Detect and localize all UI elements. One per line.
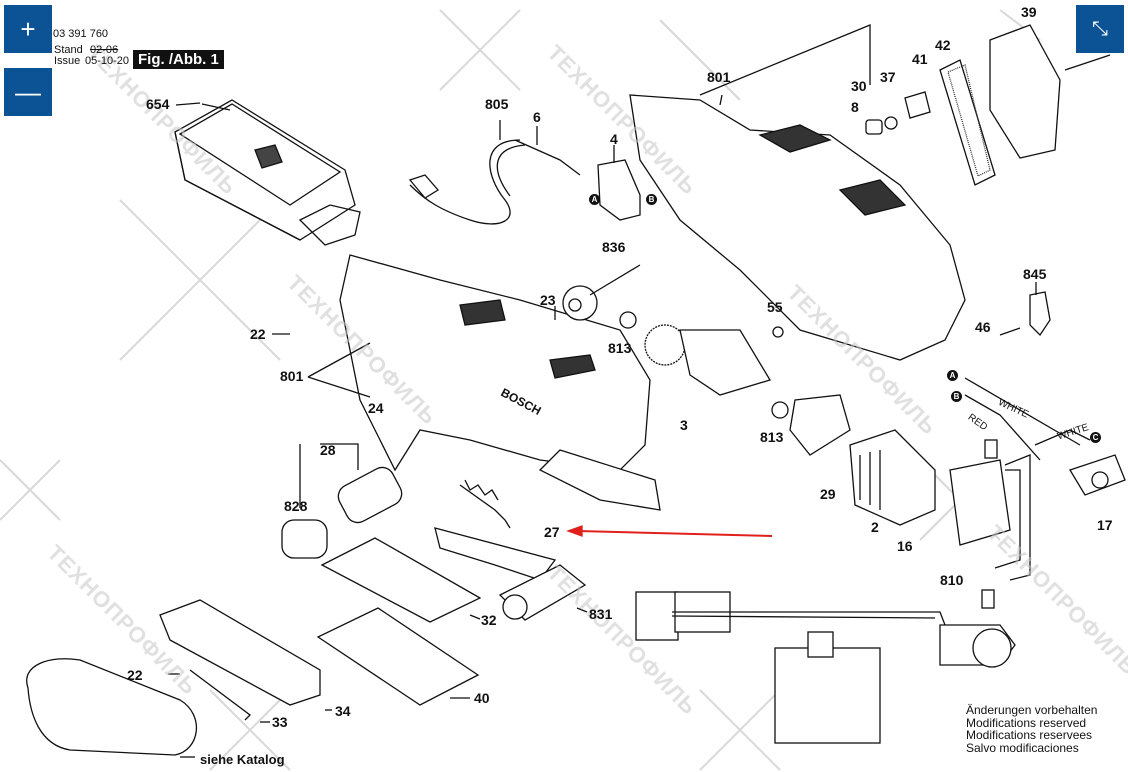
switch-a-marker: A: [589, 194, 600, 205]
part-label-27: 27: [544, 524, 560, 540]
stand-value: 02-06: [90, 44, 119, 56]
part-label: 42: [935, 37, 951, 53]
drive-parts: [865, 24, 1111, 186]
part-label: 34: [335, 703, 351, 719]
bracket-845: [999, 282, 1051, 337]
notice-line: Änderungen vorbehalten: [966, 703, 1098, 717]
part-number: 03 391 760: [53, 28, 109, 40]
leader-lines: [168, 103, 588, 758]
zoom-in-button[interactable]: +: [4, 5, 52, 53]
part-label: 33: [272, 714, 288, 730]
part-label: 845: [1023, 266, 1047, 282]
armature-assembly: [562, 264, 851, 456]
part-label: 39: [1021, 4, 1037, 20]
connector-b-marker: B: [951, 391, 962, 402]
exit-fullscreen-button[interactable]: ⤡: [1076, 5, 1124, 53]
part-label: 28: [320, 442, 336, 458]
cover-34: [159, 599, 321, 706]
collapse-arrows-icon: ⤡: [1092, 17, 1108, 40]
part-label: 22: [127, 667, 143, 683]
part-label: 2: [871, 519, 879, 535]
part-label: 46: [975, 319, 991, 335]
part-label: 4: [610, 131, 618, 147]
figure-label: Fig. /Abb. 1: [133, 50, 224, 69]
part-label: 3: [680, 417, 688, 433]
part-label: 41: [912, 51, 928, 67]
part-label: 813: [608, 340, 632, 356]
part-label: 29: [820, 486, 836, 502]
tension-spring-27: [459, 479, 511, 529]
part-label: 836: [602, 239, 626, 255]
part-label: 24: [368, 400, 384, 416]
part-label: 801: [280, 368, 304, 384]
switch-b-marker: B: [646, 194, 657, 205]
lever: [434, 527, 557, 581]
connector-c-marker: C: [1090, 432, 1101, 443]
plate-32: [320, 537, 482, 623]
switch-4: [597, 145, 641, 221]
connector-a-marker: A: [947, 370, 958, 381]
part-label: 32: [481, 612, 497, 628]
red-annotation-arrow: [566, 525, 773, 537]
part-label: 23: [540, 292, 556, 308]
part-label: 40: [474, 690, 490, 706]
platen-40: [316, 607, 480, 706]
part-label: 828: [284, 498, 308, 514]
part-label: 805: [485, 96, 509, 112]
issue-label: Issue: [54, 55, 81, 67]
part-label: 813: [760, 429, 784, 445]
part-label: 22: [250, 326, 266, 342]
part-label: 6: [533, 109, 541, 125]
stand-label: Stand: [54, 44, 83, 56]
housing-half-left: BOSCH: [339, 254, 661, 511]
notice-line: Salvo modificaciones: [966, 740, 1079, 755]
part-label: 801: [707, 69, 731, 85]
zoom-out-button[interactable]: —: [4, 68, 52, 116]
part-label: 16: [897, 538, 913, 554]
dust-box-654: [174, 99, 361, 246]
roller-28: [281, 443, 403, 559]
part-label: 55: [767, 299, 783, 315]
part-label: 17: [1097, 517, 1113, 533]
power-cable-805: [408, 120, 581, 225]
switch-wiring: [635, 591, 1016, 744]
sanding-belt: [26, 658, 197, 756]
housing-half-801: [629, 24, 966, 361]
plus-icon: +: [20, 13, 36, 44]
part-label: 30: [851, 78, 867, 94]
part-label: 37: [880, 69, 896, 85]
part-label: 810: [940, 572, 964, 588]
modifications-notice: Änderungen vorbehalten Modifications res…: [966, 704, 1097, 754]
part-label: 654: [146, 96, 170, 112]
part-label: 8: [851, 99, 859, 115]
clip-33: [189, 669, 251, 721]
minus-icon: —: [15, 76, 41, 107]
belt-catalog-note: siehe Katalog: [200, 752, 285, 767]
notice-line: Modifications reserved: [966, 715, 1087, 730]
issue-value: 05-10-20: [85, 55, 130, 67]
stator-and-brushes: [849, 377, 1126, 609]
part-label: 831: [589, 606, 613, 622]
notice-line: Modifications reservees: [966, 728, 1093, 742]
